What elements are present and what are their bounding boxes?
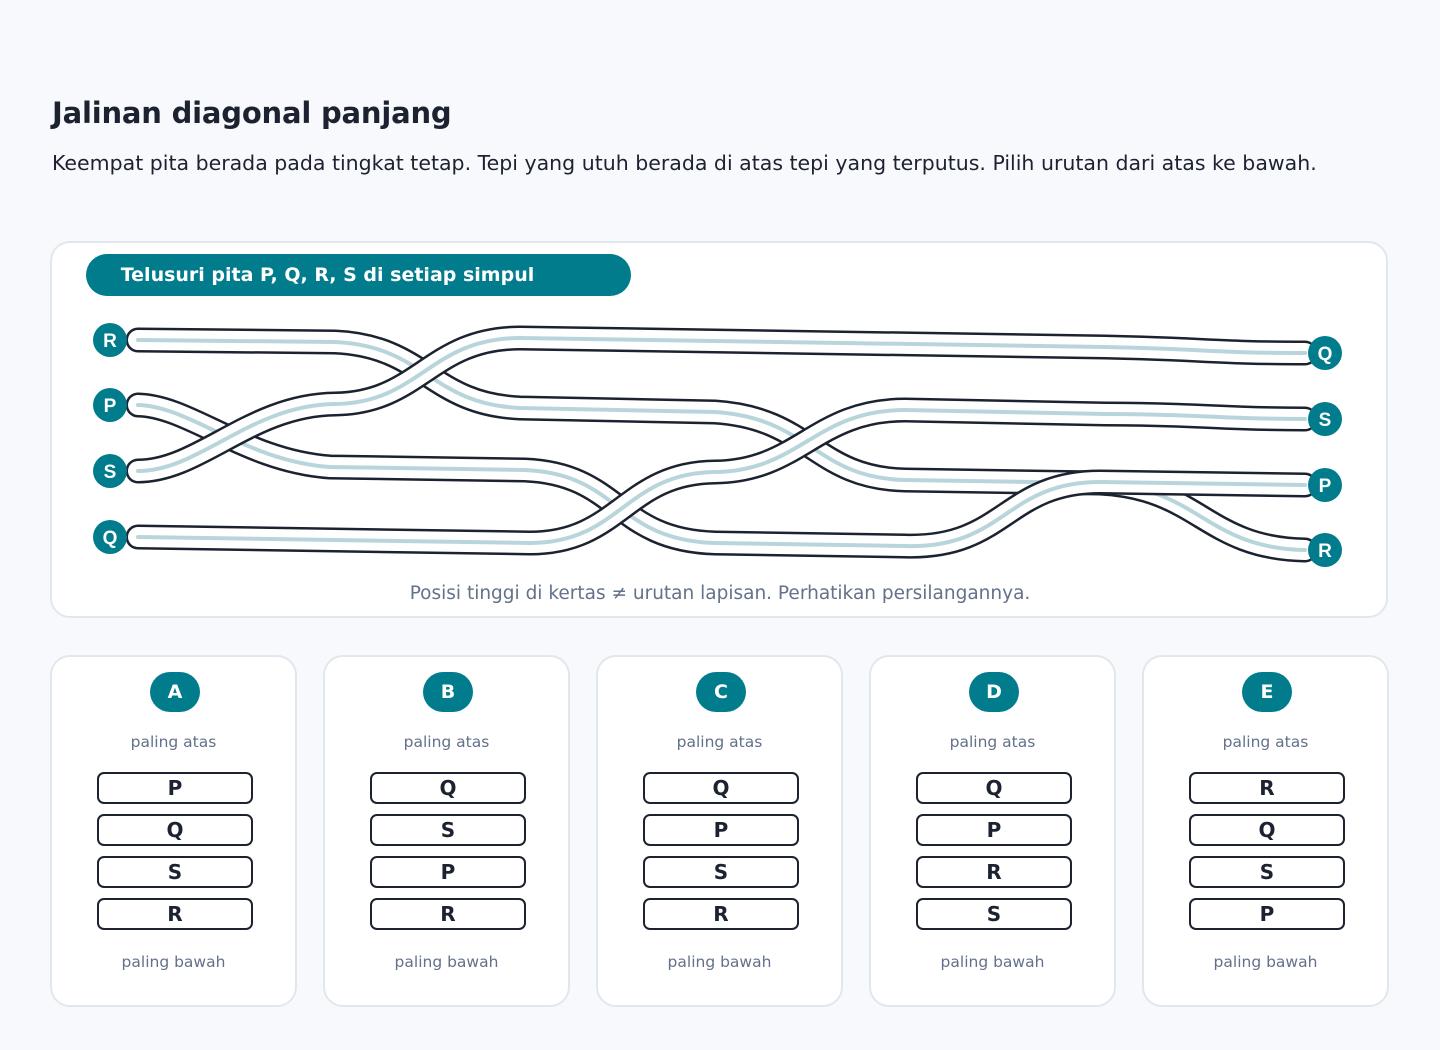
top-label: paling atas [130,733,217,751]
svg-text:Q: Q [103,528,118,549]
layer-slot: S [643,856,799,888]
layer-slot: S [1189,856,1345,888]
layer-slot: R [97,898,253,930]
layer-slot: Q [97,814,253,846]
top-label: paling atas [403,733,490,751]
right-label-0: Q [1308,336,1342,370]
layer-slot: P [916,814,1072,846]
right-label-1: S [1308,402,1342,436]
instruction-text: Keempat pita berada pada tingkat tetap. … [52,151,1317,175]
ribbon-R [125,327,1318,563]
layer-slot: S [370,814,526,846]
layer-slot: R [643,898,799,930]
layer-slot: R [370,898,526,930]
svg-text:P: P [1319,476,1332,497]
svg-text:S: S [1319,410,1332,431]
option-badge: A [150,672,200,712]
braid-diagram: R P S Q Q S P R [93,323,1342,567]
option-card-e[interactable]: E paling atas R Q S P paling bawah [1142,655,1389,1007]
layer-slot: S [97,856,253,888]
option-badge: D [969,672,1019,712]
diagram-banner: Telusuri pita P, Q, R, S di setiap simpu… [86,254,631,296]
svg-text:R: R [1318,541,1332,562]
layer-slot: R [1189,772,1345,804]
top-label: paling atas [676,733,763,751]
layer-slot: P [1189,898,1345,930]
option-card-d[interactable]: D paling atas Q P R S paling bawah [869,655,1116,1007]
svg-text:P: P [104,396,117,417]
left-label-3: Q [93,520,127,554]
top-label: paling atas [1222,733,1309,751]
layer-slot: P [97,772,253,804]
layer-slot: Q [1189,814,1345,846]
page-title: Jalinan diagonal panjang [52,96,452,130]
option-card-a[interactable]: A paling atas P Q S R paling bawah [50,655,297,1007]
svg-text:Q: Q [1318,344,1333,365]
bottom-label: paling bawah [1213,953,1318,971]
right-label-3: R [1308,533,1342,567]
option-badge: E [1242,672,1292,712]
left-label-0: R [93,323,127,357]
svg-text:R: R [103,331,117,352]
layer-slot: Q [370,772,526,804]
layer-slot: Q [643,772,799,804]
layer-slot: P [643,814,799,846]
option-badge: B [423,672,473,712]
option-badge: C [696,672,746,712]
layer-slot: S [916,898,1072,930]
diagram-banner-text: Telusuri pita P, Q, R, S di setiap simpu… [120,264,535,286]
top-label: paling atas [949,733,1036,751]
option-card-b[interactable]: B paling atas Q S P R paling bawah [323,655,570,1007]
layer-slot: P [370,856,526,888]
right-label-2: P [1308,468,1342,502]
bottom-label: paling bawah [394,953,499,971]
bottom-label: paling bawah [667,953,772,971]
svg-text:S: S [104,462,117,483]
layer-slot: R [916,856,1072,888]
left-label-2: S [93,454,127,488]
ribbon-Q [125,397,1318,556]
layer-slot: Q [916,772,1072,804]
diagram-note: Posisi tinggi di kertas ≠ urutan lapisan… [409,583,1031,604]
bottom-label: paling bawah [121,953,226,971]
bottom-label: paling bawah [940,953,1045,971]
left-label-1: P [93,388,127,422]
option-card-c[interactable]: C paling atas Q P S R paling bawah [596,655,843,1007]
ribbon-S [125,325,1318,484]
